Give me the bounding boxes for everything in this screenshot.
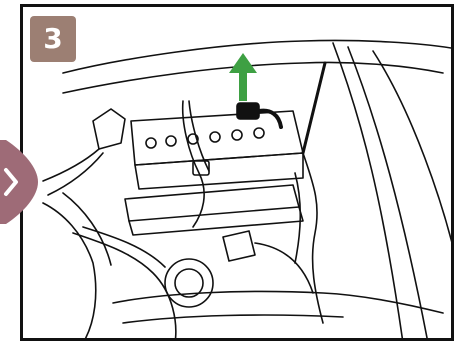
battery-cap (254, 128, 264, 138)
harness-connector (193, 161, 209, 175)
step-number-badge: 3 (30, 16, 76, 62)
fender-line-right (333, 43, 403, 341)
arrow-up-icon (229, 53, 257, 101)
right-harness-2 (295, 173, 300, 263)
filter-cap (165, 259, 213, 307)
engine-block-line-2 (123, 315, 343, 323)
hood-outline (63, 40, 454, 73)
engine-lower-left (43, 203, 96, 341)
fuse-box-cable (255, 243, 313, 293)
positive-cable-2 (48, 153, 103, 195)
battery-tray (125, 185, 299, 221)
battery-front (135, 153, 303, 189)
positive-terminal-cover (93, 109, 125, 149)
battery-tray-lip (129, 207, 303, 235)
fuse-box (223, 231, 255, 261)
battery-cap (232, 130, 242, 140)
illustration-frame (20, 4, 454, 341)
negative-terminal-clamp (237, 103, 281, 127)
right-harness (303, 153, 323, 323)
hood-inner-line (63, 62, 443, 93)
battery-cap (166, 136, 176, 146)
positive-cable (43, 149, 99, 181)
hood-strut (303, 63, 325, 153)
chevron-right-icon[interactable] (0, 140, 40, 224)
engine-bay-drawing (23, 7, 454, 341)
hose (73, 233, 176, 341)
engine-block-line (113, 291, 443, 313)
battery-cap (146, 138, 156, 148)
battery-cap (210, 132, 220, 142)
battery (131, 111, 303, 189)
